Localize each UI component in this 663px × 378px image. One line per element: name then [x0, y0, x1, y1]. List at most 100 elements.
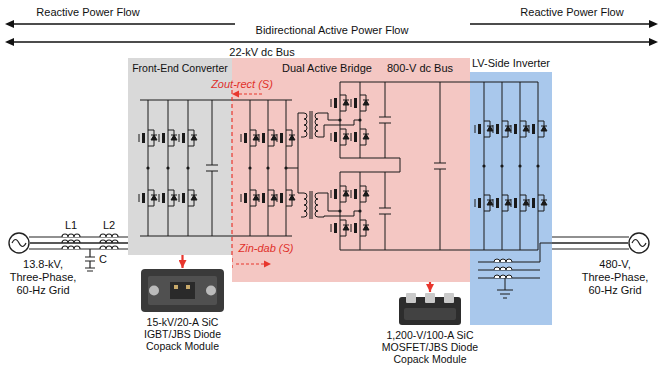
- word: SiC: [201, 316, 218, 328]
- junction-dot: [146, 166, 149, 169]
- word: 60-Hz: [588, 284, 617, 296]
- arrow-line: [13, 41, 650, 43]
- gate-line: [331, 224, 332, 232]
- module-photo: [140, 268, 225, 313]
- grid-source: 13.8-kV, Three-Phase, 60-Hz Grid: [8, 232, 30, 254]
- word: C: [99, 253, 107, 265]
- grid-connection: [30, 242, 128, 243]
- switch-symbol: [354, 132, 357, 142]
- switch-symbol: [262, 133, 265, 143]
- module-terminal: [206, 286, 216, 296]
- inductor-coil: [494, 275, 512, 278]
- gate-line: [159, 194, 160, 202]
- gate-line: [529, 125, 530, 133]
- transformer-feed: [298, 113, 304, 137]
- diode-symbol: [151, 195, 157, 200]
- arrow-head: [232, 91, 239, 98]
- diode-symbol: [487, 126, 493, 131]
- switch-symbol: [354, 98, 357, 108]
- diode-bar: [343, 134, 349, 135]
- diode-symbol: [253, 135, 259, 140]
- diode-symbol: [523, 200, 529, 205]
- diode-symbol: [487, 200, 493, 205]
- source-circle: [9, 233, 29, 253]
- module-body: [141, 269, 224, 312]
- circuit-schematic: [470, 72, 552, 325]
- secondary-wire: [318, 113, 340, 120]
- arrow-head: [264, 261, 271, 268]
- diode-bar: [171, 195, 177, 196]
- diode-symbol: [171, 195, 177, 200]
- module-lid: [404, 308, 456, 320]
- gate-line: [241, 134, 242, 142]
- diode-symbol: [363, 100, 369, 105]
- diode-bar: [505, 200, 511, 201]
- module-pin: [186, 285, 190, 289]
- switch-symbol: [162, 133, 165, 143]
- diode-bar: [343, 225, 349, 226]
- module-photo-box: 1,200-V/100-A SiC MOSFET/JBS Diode Copac…: [398, 292, 462, 326]
- module-terminal: [149, 286, 159, 296]
- word: 1,200-V/100-A: [387, 329, 454, 341]
- grid-wire: [552, 237, 629, 249]
- arrow-head: [649, 38, 658, 46]
- switch-symbol: [496, 198, 499, 208]
- module-pin: [174, 285, 178, 289]
- arrow-head: [5, 20, 14, 28]
- capacitor-symbol: [206, 100, 218, 236]
- diode-symbol: [271, 135, 277, 140]
- diode-symbol: [523, 126, 529, 131]
- diode-symbol: [505, 200, 511, 205]
- word: Bus: [434, 62, 453, 74]
- word: (S): [258, 78, 273, 90]
- switch-symbol: [514, 198, 517, 208]
- transformer-coil: [315, 113, 318, 137]
- diode-bar: [191, 135, 197, 136]
- word: Bus: [276, 46, 295, 58]
- diode-symbol: [541, 200, 547, 205]
- module-photo-box: 15-kV/20-A SiC IGBT/JBS Diode Copack Mod…: [140, 268, 225, 313]
- diode-bar: [271, 135, 277, 136]
- grid-wire: [29, 237, 128, 249]
- word: 22-kV: [229, 46, 258, 58]
- diode-symbol: [171, 135, 177, 140]
- gate-line: [331, 133, 332, 141]
- switch-symbol: [182, 133, 185, 143]
- word: 60-Hz: [16, 284, 45, 296]
- diode-symbol: [343, 134, 349, 139]
- junction-dot: [358, 118, 361, 121]
- diode-bar: [363, 134, 369, 135]
- inductor-coil: [494, 267, 512, 270]
- arrow-head: [649, 20, 658, 28]
- word: Grid: [49, 284, 70, 296]
- gate-line: [277, 134, 278, 142]
- word: Power: [82, 6, 113, 18]
- diode-bar: [487, 200, 493, 201]
- diode-symbol: [363, 134, 369, 139]
- gate-line: [259, 134, 260, 142]
- junction-dot: [266, 166, 269, 169]
- active-power-arrow: [5, 38, 658, 46]
- gate-line: [493, 199, 494, 207]
- flow-label: Bidirectional Active Power Flow: [256, 24, 409, 37]
- word: Power: [351, 24, 382, 36]
- diode-symbol: [191, 195, 197, 200]
- junction-dot: [500, 164, 503, 167]
- word: Reactive: [520, 6, 563, 18]
- dc-bus: [140, 100, 232, 236]
- junction-dot: [166, 166, 169, 169]
- inductor-coil: [100, 246, 118, 249]
- switch-symbol: [244, 133, 247, 143]
- gate-line: [351, 99, 352, 107]
- word: Diode: [194, 328, 221, 340]
- circuit-group: [139, 82, 232, 255]
- word: Bidirectional: [256, 24, 316, 36]
- junction-dot: [482, 164, 485, 167]
- flow-label: Reactive Power Flow: [520, 6, 623, 19]
- diode-symbol: [191, 135, 197, 140]
- gate-line: [351, 133, 352, 141]
- dc-bus: [340, 82, 470, 250]
- word: Three-Phase,: [582, 271, 649, 283]
- grid-source: 480-V, Three-Phase, 60-Hz Grid: [628, 232, 650, 254]
- module-caption: 1,200-V/100-A SiC MOSFET/JBS Diode Copac…: [376, 329, 484, 365]
